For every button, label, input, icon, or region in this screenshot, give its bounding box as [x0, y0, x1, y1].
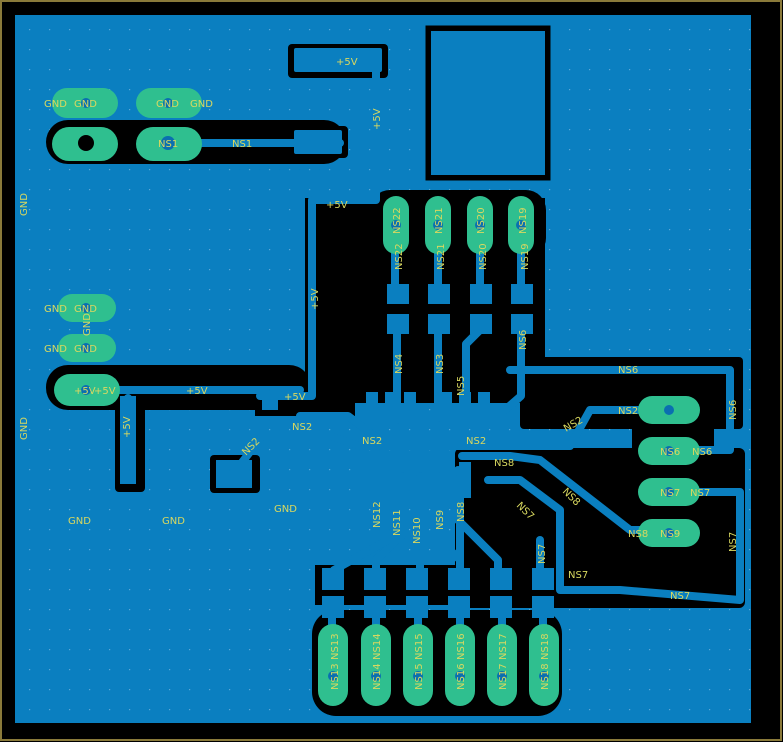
label-ns2: NS2 — [618, 406, 638, 417]
label-gnd: GND — [19, 417, 30, 440]
label-ns18: NS18 — [540, 633, 551, 660]
label-ns5: NS5 — [456, 376, 467, 396]
label-ns9: NS9 — [435, 510, 446, 530]
label-ns21: NS21 — [434, 207, 445, 234]
label-gnd: GND — [19, 193, 30, 216]
label-ns17: NS17 — [498, 663, 509, 690]
right-connector-holes — [664, 405, 674, 538]
label-ns1: NS1 — [158, 139, 178, 150]
top-connector-holes — [391, 220, 526, 230]
label-ns12: NS12 — [372, 501, 383, 528]
label-ns7: NS7 — [728, 532, 739, 552]
label-ns17: NS17 — [498, 633, 509, 660]
label-ns16: NS16 — [456, 663, 467, 690]
label-gnd: GND — [156, 99, 179, 110]
label-ns19: NS19 — [520, 243, 531, 270]
label-plus5v: +5V — [310, 288, 321, 310]
label-gnd: GND — [74, 344, 97, 355]
label-plus5v: +5V — [122, 416, 133, 438]
label-ns11: NS11 — [392, 509, 403, 536]
label-ns7: NS7 — [670, 591, 690, 602]
label-ns1: NS1 — [232, 139, 252, 150]
smd-pads — [120, 29, 554, 618]
label-gnd: GND — [190, 99, 213, 110]
rotated-labels: GND GND +5V +5V +5V GND NS2 NS2 NS22 NS2… — [19, 108, 739, 690]
label-ns22: NS22 — [392, 207, 403, 234]
bottom-connector-pads — [318, 624, 559, 706]
label-ns2: NS2 — [362, 436, 382, 447]
label-plus5v: +5V — [284, 392, 306, 403]
label-ns10: NS10 — [412, 517, 423, 544]
label-plus5v: +5V — [372, 108, 383, 130]
label-ns7: NS7 — [537, 544, 548, 564]
label-plus5v: +5V — [326, 200, 348, 211]
label-ns14: NS14 — [372, 633, 383, 660]
label-ns8: NS8 — [494, 458, 514, 469]
label-ns14: NS14 — [372, 663, 383, 690]
label-ns3: NS3 — [435, 354, 446, 374]
label-ns6: NS6 — [728, 400, 739, 420]
label-ns2: NS2 — [292, 422, 312, 433]
label-ns6: NS6 — [618, 365, 638, 376]
label-ns2: NS2 — [466, 436, 486, 447]
label-gnd: GND — [44, 99, 67, 110]
label-ns7: NS7 — [660, 488, 680, 499]
header-pads-left — [52, 88, 202, 406]
label-ns22: NS22 — [394, 243, 405, 270]
label-ns8: NS8 — [628, 529, 648, 540]
label-ns13: NS13 — [330, 663, 341, 690]
label-ns19: NS19 — [518, 207, 529, 234]
label-ns6: NS6 — [518, 330, 529, 350]
label-gnd: GND — [274, 504, 297, 515]
net-labels: GND GND GND GND NS1 NS1 +5V +5V GND GND … — [44, 57, 712, 602]
label-ns13: NS13 — [330, 633, 341, 660]
label-plus5v: +5V — [336, 57, 358, 68]
label-ns18: NS18 — [540, 663, 551, 690]
label-plus5v: +5V — [94, 386, 116, 397]
label-gnd: GND — [68, 516, 91, 527]
label-gnd: GND — [44, 344, 67, 355]
label-plus5v: +5V — [186, 386, 208, 397]
label-gnd: GND — [162, 516, 185, 527]
label-ns6: NS6 — [692, 447, 712, 458]
label-ns15: NS15 — [414, 663, 425, 690]
label-ns4: NS4 — [394, 354, 405, 374]
label-gnd: GND — [74, 99, 97, 110]
bottom-connector-holes — [328, 671, 549, 681]
label-plus5v: +5V — [74, 386, 96, 397]
label-ns16: NS16 — [456, 633, 467, 660]
label-gnd: GND — [74, 304, 97, 315]
label-ns7: NS7 — [568, 570, 588, 581]
label-gnd: GND — [44, 304, 67, 315]
label-ns15: NS15 — [414, 633, 425, 660]
label-ns21: NS21 — [436, 243, 447, 270]
label-ns6: NS6 — [660, 447, 680, 458]
label-ns20: NS20 — [476, 207, 487, 234]
label-gnd: GND — [82, 313, 93, 336]
label-ns20: NS20 — [478, 243, 489, 270]
label-ns7: NS7 — [690, 488, 710, 499]
label-ns9: NS9 — [660, 529, 680, 540]
label-ns8: NS8 — [456, 502, 467, 522]
